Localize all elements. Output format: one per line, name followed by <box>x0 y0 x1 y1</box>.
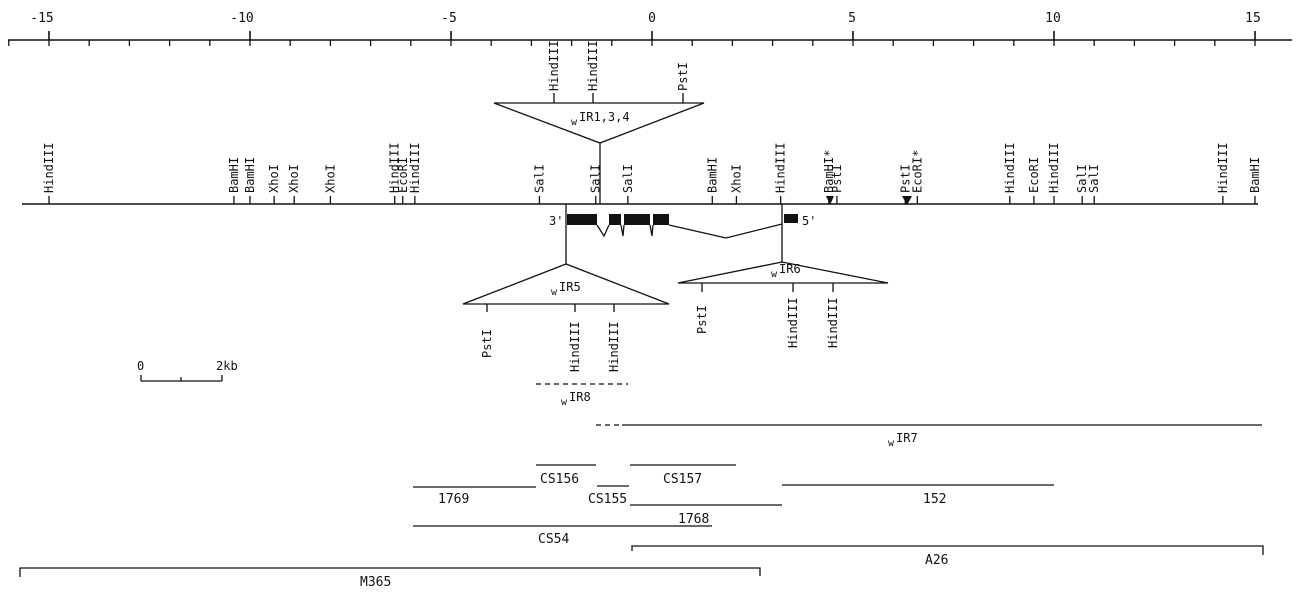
restriction-site-label: BamHI <box>705 157 719 193</box>
ruler-major-ticks <box>48 31 1256 40</box>
insertion-label: IR6 <box>779 262 801 276</box>
site-label: PstI <box>695 305 709 334</box>
ruler-label-10: 10 <box>1045 11 1061 26</box>
deletion-prefix: w <box>888 438 895 449</box>
insertion-triangle <box>493 102 705 144</box>
clone-bracket-A26 <box>631 545 1264 555</box>
intron <box>668 223 783 239</box>
restriction-site-label: HindIII <box>1047 142 1061 193</box>
restriction-site-label: PstI <box>898 164 912 193</box>
star-site-marker <box>902 196 912 205</box>
restriction-site-label: BamHI <box>1248 157 1262 193</box>
restriction-site-label: XhoI <box>287 164 301 193</box>
restriction-site-label: SalI <box>1087 164 1101 193</box>
ruler-label-5: 5 <box>848 11 856 26</box>
clone-label-M365: M365 <box>360 575 391 589</box>
site-label: HindIII <box>547 40 561 91</box>
deletion-wIR8: w IR8 <box>536 383 628 408</box>
ruler-label-15: 15 <box>1245 11 1261 26</box>
gene-5prime-label: 5' <box>802 214 816 228</box>
intron <box>620 224 625 237</box>
exon <box>653 214 669 225</box>
gene-structure: 3' 5' <box>549 204 816 264</box>
scale-bar-start-label: 0 <box>137 359 144 373</box>
site-label: PstI <box>676 62 690 91</box>
clone-label-1769: 1769 <box>438 492 469 507</box>
scale-bar: 0 2kb <box>137 359 238 382</box>
insertion-prefix: w <box>771 269 778 280</box>
restriction-site-label: XhoI <box>729 164 743 193</box>
restriction-site-label: SalI <box>621 164 635 193</box>
restriction-site-label: HindIII <box>774 142 788 193</box>
ruler-label-neg10: -10 <box>230 11 253 26</box>
ruler-minor-ticks <box>8 40 1256 46</box>
site-label: HindIII <box>786 297 800 348</box>
exon <box>567 214 597 225</box>
clone-label-152: 152 <box>923 492 946 507</box>
restriction-site-label: XhoI <box>267 164 281 193</box>
ruler-label-neg15: -15 <box>30 11 53 26</box>
insertion-wIR5: PstI HindIII HindIII w IR5 <box>462 263 670 372</box>
restriction-site-label: HindIII <box>1216 142 1230 193</box>
gene-3prime-label: 3' <box>549 214 563 228</box>
deletion-label: IR7 <box>896 431 918 445</box>
exon <box>609 214 621 225</box>
clone-label-CS54: CS54 <box>538 532 569 547</box>
insertion-wIR6: PstI HindIII HindIII w IR6 <box>677 261 889 348</box>
site-label: PstI <box>480 329 494 358</box>
restriction-site-label: HindIII <box>388 142 402 193</box>
insertion-label: IR5 <box>559 280 581 294</box>
intron <box>649 224 654 237</box>
exon <box>624 214 650 225</box>
site-label: HindIII <box>568 321 582 372</box>
clone-label-A26: A26 <box>925 553 948 568</box>
clone-bracket-M365 <box>19 567 761 577</box>
site-label: HindIII <box>826 297 840 348</box>
insertion-prefix: w <box>551 287 558 298</box>
clone-label-1768: 1768 <box>678 512 709 527</box>
deletion-label: IR8 <box>569 390 591 404</box>
insertion-triangle <box>677 261 889 284</box>
insertion-prefix: w <box>571 117 578 128</box>
restriction-site-label: XhoI <box>323 164 337 193</box>
exon <box>784 214 798 223</box>
clone-label-CS157: CS157 <box>663 472 702 487</box>
restriction-site-label: HindIII <box>1003 142 1017 193</box>
clones: CS156 CS157 CS155 1769 152 1768 CS54 A26… <box>19 464 1264 590</box>
restriction-site-label: BamHI <box>227 157 241 193</box>
insertion-triangle <box>462 263 670 305</box>
restriction-site-label: EcoRI <box>396 157 410 193</box>
restriction-site-label: SalI <box>589 164 603 193</box>
restriction-site-label: SalI <box>1075 164 1089 193</box>
insertion-wIR134: HindIII HindIII PstI w IR1,3,4 <box>493 40 705 204</box>
deletion-wIR7: w IR7 <box>596 424 1262 449</box>
restriction-site-label: BamHI <box>243 157 257 193</box>
restriction-site-label: HindIII <box>42 142 56 193</box>
clone-label-CS156: CS156 <box>540 472 579 487</box>
intron <box>596 224 610 238</box>
restriction-site-label: PstI <box>830 164 844 193</box>
site-label: HindIII <box>607 321 621 372</box>
restriction-site-label: SalI <box>532 164 546 193</box>
star-site-marker <box>826 196 834 205</box>
ruler-label-0: 0 <box>648 11 656 26</box>
restriction-site-label: EcoRI <box>1027 157 1041 193</box>
clone-label-CS155: CS155 <box>588 492 627 507</box>
ruler-label-neg5: -5 <box>441 11 457 26</box>
deletion-prefix: w <box>561 397 568 408</box>
site-label: HindIII <box>586 40 600 91</box>
restriction-site-label: EcoRI* <box>910 150 924 193</box>
restriction-site-label: HindIII <box>408 142 422 193</box>
scale-ruler: -15 -10 -5 0 5 10 15 <box>8 11 1292 46</box>
restriction-site-label: BamHI* <box>822 150 836 193</box>
insertion-label: IR1,3,4 <box>579 110 630 124</box>
scale-bar-end-label: 2kb <box>216 359 238 373</box>
